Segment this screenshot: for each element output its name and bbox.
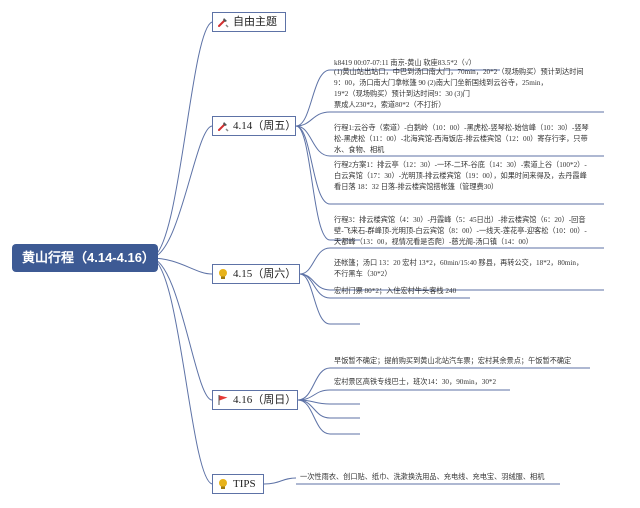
link-tips-leaf1 [263, 477, 297, 485]
leaf-416-bus[interactable]: 宏村景区高铁专线巴士，班次14：30，90min，30*2 [334, 378, 497, 386]
link-414-empty [295, 125, 331, 241]
leaf-416-breakfast[interactable]: 早饭暂不确定；提前购买到黄山北站汽车票；宏村其余景点；午饭暂不确定 [334, 357, 572, 365]
leaf-414-itinerary2[interactable]: 行程2方案1：排云亭（12：30）-一环-二环-谷底（14：30）-索道上谷（1… [334, 161, 587, 191]
branch-tips[interactable]: TIPS [212, 474, 264, 494]
branch-414[interactable]: 4.14（周五） [212, 116, 296, 136]
tool-icon [218, 122, 229, 132]
branch-415[interactable]: 4.15（周六） [212, 264, 300, 284]
root-node[interactable]: 黄山行程（4.14-4.16） [12, 244, 158, 272]
link-root-416 [149, 257, 213, 401]
link-415-empty [299, 273, 331, 325]
link-416-leaf1 [297, 367, 331, 401]
link-415-leaf3 [299, 273, 331, 299]
bulb-icon [219, 479, 227, 489]
leaf-415-tent[interactable]: 还帐篷；汤口 13：20 宏村 13*2，60min/15:40 黟县，再转公交… [334, 259, 584, 278]
flag-icon [218, 395, 228, 405]
link-415-leaf1 [299, 247, 331, 275]
link-414-leaf4 [295, 125, 331, 205]
link-root-414 [149, 125, 213, 259]
leaf-tips-items[interactable]: 一次性雨衣、创口贴、纸巾、洗漱换洗用品、充电线、充电宝、羽绒服、相机 [300, 473, 545, 481]
branch-label: 4.16（周日） [233, 394, 297, 406]
branch-label: TIPS [233, 478, 256, 490]
leaf-415-hongcun[interactable]: 宏村门票 80*2；入住宏村牛头客栈 240 [334, 287, 457, 295]
link-root-freetopic [149, 21, 213, 259]
link-416-empty2 [297, 399, 331, 419]
branch-label: 自由主题 [233, 16, 277, 28]
link-414-leaf2 [295, 111, 331, 127]
branch-free-topic[interactable]: 自由主题 [212, 12, 286, 32]
link-root-tips [149, 257, 213, 485]
link-414-leaf1 [295, 69, 331, 127]
branch-label: 4.14（周五） [233, 120, 297, 132]
leaf-414-train[interactable]: k8419 00:07-07:11 南京-黄山 软座83.5*2（√） [334, 59, 476, 67]
leaf-414-transport[interactable]: (1)黄山站出站口，中巴到汤口南大门，70min，20*2（现场购买）预计到达时… [334, 68, 584, 109]
branch-label: 4.15（周六） [233, 268, 297, 280]
leaf-415-itinerary3[interactable]: 行程3：排云楼宾馆（4：30）-丹霞峰（5：45日出）-排云楼宾馆（6：20）-… [334, 216, 587, 246]
branch-416[interactable]: 4.16（周日） [212, 390, 298, 410]
bulb-icon [219, 269, 227, 279]
leaf-414-itinerary1[interactable]: 行程1:云谷寺（索道）-白鹅岭（10：00）-黑虎松-竖琴松-始信峰（10：30… [334, 124, 589, 154]
tool-icon [218, 18, 229, 28]
link-416-empty3 [297, 399, 331, 435]
